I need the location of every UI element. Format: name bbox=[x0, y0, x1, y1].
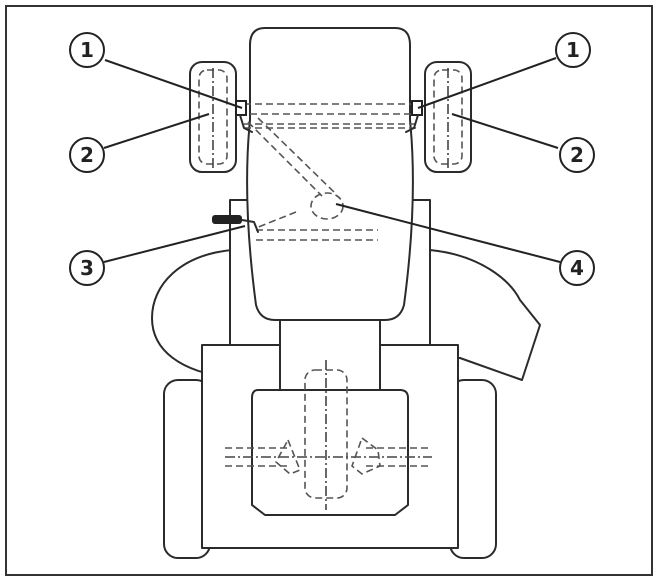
callout-4: 4 bbox=[559, 250, 595, 286]
callout-1-left: 1 bbox=[69, 32, 105, 68]
callout-1-right: 1 bbox=[555, 32, 591, 68]
callout-label: 2 bbox=[80, 143, 94, 167]
callout-label: 2 bbox=[570, 143, 584, 167]
rear-drivetrain bbox=[225, 360, 432, 510]
rear-deck bbox=[251, 389, 409, 516]
lever-handle bbox=[212, 215, 242, 224]
hood bbox=[246, 27, 414, 321]
callout-3: 3 bbox=[69, 250, 105, 286]
callout-label: 1 bbox=[566, 38, 580, 62]
callout-label: 4 bbox=[570, 256, 584, 280]
diagram-frame bbox=[5, 5, 653, 576]
front-wheel-right bbox=[424, 61, 472, 173]
center-column bbox=[279, 319, 381, 391]
callout-2-left: 2 bbox=[69, 137, 105, 173]
callout-label: 1 bbox=[80, 38, 94, 62]
front-wheel-left bbox=[189, 61, 237, 173]
callout-2-right: 2 bbox=[559, 137, 595, 173]
callout-label: 3 bbox=[80, 256, 94, 280]
